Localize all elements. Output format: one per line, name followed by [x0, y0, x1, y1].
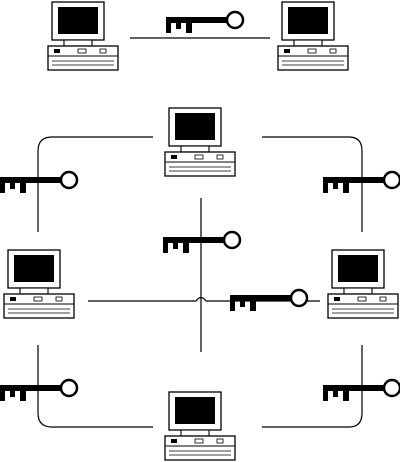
- link-line: [262, 136, 363, 232]
- link-line: [88, 296, 320, 302]
- computer-top: [164, 107, 236, 177]
- key-center-right: [228, 288, 309, 313]
- top-pair: [47, 1, 349, 71]
- computer-bottom: [164, 391, 236, 461]
- computer-right: [277, 1, 349, 71]
- link-line: [262, 345, 363, 428]
- computer-right: [327, 249, 399, 319]
- key-icon: [164, 10, 245, 35]
- computer-left: [47, 1, 119, 71]
- network: [0, 107, 400, 461]
- link-line: [37, 345, 153, 428]
- link-line: [37, 136, 153, 232]
- computer-left: [3, 249, 75, 319]
